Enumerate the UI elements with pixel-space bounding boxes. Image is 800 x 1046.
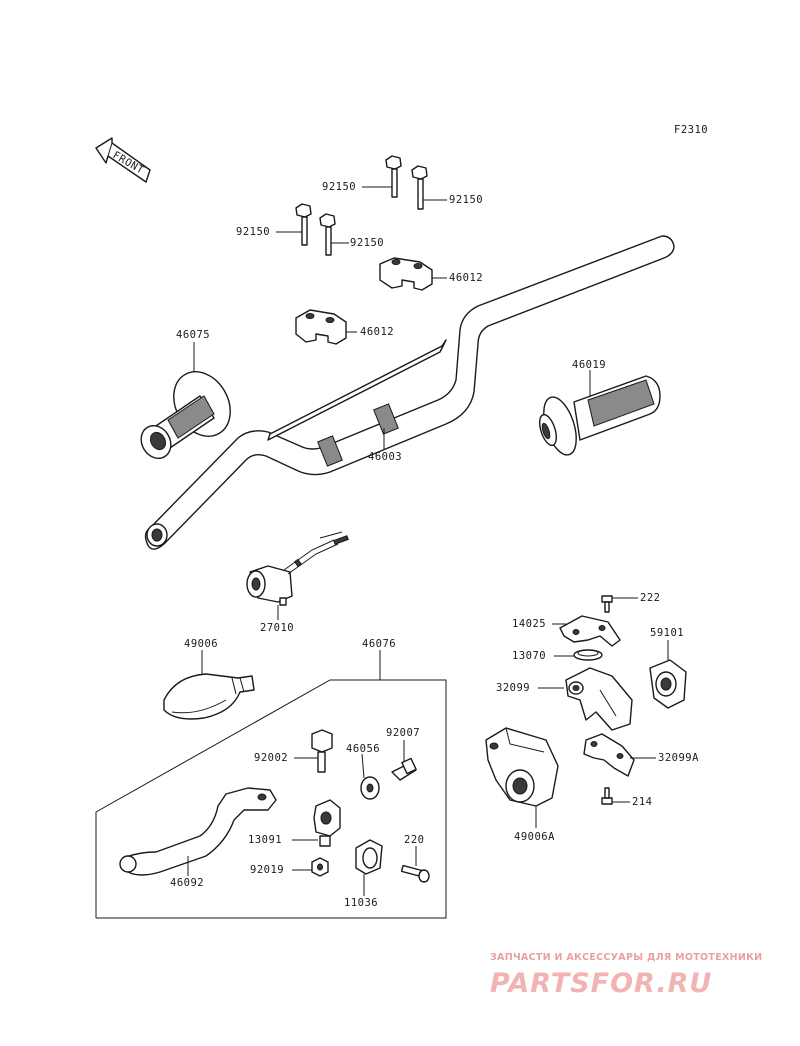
lever-assembly-frame bbox=[95, 650, 447, 919]
label-32099: 32099 bbox=[496, 682, 530, 694]
brake-lever bbox=[119, 787, 277, 876]
lever-bracket bbox=[313, 799, 341, 847]
throttle-case bbox=[565, 667, 633, 731]
label-46076: 46076 bbox=[362, 638, 396, 650]
label-222: 222 bbox=[640, 592, 660, 604]
grip-right bbox=[539, 375, 661, 456]
label-14025: 14025 bbox=[512, 618, 546, 630]
throttle-plate bbox=[559, 615, 621, 647]
cable-guide bbox=[649, 659, 687, 709]
screw-icon bbox=[601, 787, 613, 805]
nut-icon bbox=[360, 776, 380, 800]
adjuster-icon bbox=[391, 757, 417, 781]
label-13091: 13091 bbox=[248, 834, 282, 846]
label-92007: 92007 bbox=[386, 727, 420, 739]
front-label: FRONT bbox=[111, 149, 147, 177]
band-icon bbox=[573, 649, 603, 661]
label-46012-lower: 46012 bbox=[360, 326, 394, 338]
label-13070: 13070 bbox=[512, 650, 546, 662]
screw-icon bbox=[601, 595, 613, 613]
watermark-site: PARTSFOR.RU bbox=[490, 968, 712, 999]
label-49006A: 49006A bbox=[514, 831, 555, 843]
label-92002: 92002 bbox=[254, 752, 288, 764]
label-11036: 11036 bbox=[344, 897, 378, 909]
label-49006: 49006 bbox=[184, 638, 218, 650]
label-46012-upper: 46012 bbox=[449, 272, 483, 284]
nut-icon bbox=[311, 857, 329, 877]
label-46075: 46075 bbox=[176, 329, 210, 341]
label-92150-c: 92150 bbox=[236, 226, 270, 238]
figure-code: F2310 bbox=[674, 124, 708, 136]
throttle-cover bbox=[485, 727, 559, 807]
handlebar-holder-upper bbox=[379, 257, 433, 291]
lever-cover bbox=[163, 673, 255, 720]
label-92150-b: 92150 bbox=[449, 194, 483, 206]
label-59101: 59101 bbox=[650, 627, 684, 639]
screw-icon bbox=[400, 864, 430, 883]
bolt-icon bbox=[311, 729, 333, 773]
label-220: 220 bbox=[404, 834, 424, 846]
label-92150-a: 92150 bbox=[322, 181, 356, 193]
handlebar-holder-lower bbox=[295, 309, 347, 345]
bolt-icon bbox=[295, 155, 428, 256]
label-27010: 27010 bbox=[260, 622, 294, 634]
front-arrow-icon: FRONT bbox=[95, 137, 151, 183]
grip-left bbox=[140, 371, 231, 460]
label-214: 214 bbox=[632, 796, 652, 808]
label-46056: 46056 bbox=[346, 743, 380, 755]
label-32099A: 32099A bbox=[658, 752, 699, 764]
label-46019: 46019 bbox=[572, 359, 606, 371]
label-46003: 46003 bbox=[368, 451, 402, 463]
handlebar bbox=[144, 235, 675, 550]
label-46092: 46092 bbox=[170, 877, 204, 889]
label-92150-d: 92150 bbox=[350, 237, 384, 249]
watermark-caption: ЗАПЧАСТИ И АКСЕССУАРЫ ДЛЯ МОТОТЕХНИКИ bbox=[490, 952, 762, 963]
label-92019: 92019 bbox=[250, 864, 284, 876]
switch bbox=[246, 531, 349, 606]
clamp bbox=[355, 839, 383, 875]
throttle-case-cover bbox=[583, 733, 635, 777]
